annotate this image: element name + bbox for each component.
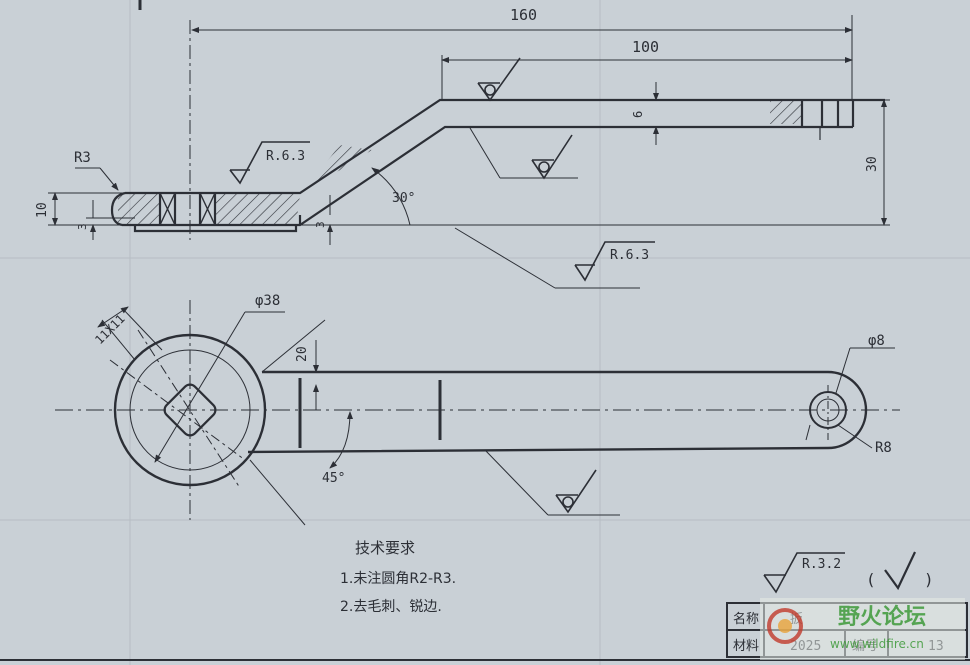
roughness-paren-open: (	[866, 570, 876, 589]
dim-overall-length: 160	[510, 6, 537, 24]
dim-arm-length: 100	[632, 38, 659, 56]
roughness-paren-close: )	[924, 570, 934, 589]
notes-item-2: 2.去毛刺、锐边.	[340, 599, 442, 615]
dim-end-radius: R8	[875, 440, 892, 456]
dim-base-step: 3	[76, 223, 89, 230]
roughness-lower: R.6.3	[610, 248, 649, 263]
watermark-logo-icon	[767, 608, 803, 644]
watermark: 野火论坛 www.wildfire.cn	[760, 598, 965, 660]
top-view	[55, 300, 900, 520]
roughness-general: R.3.2	[802, 557, 841, 572]
dim-boss-dia: φ38	[255, 293, 280, 309]
watermark-url: www.wildfire.cn	[830, 637, 924, 651]
roughness-upper: R.6.3	[266, 149, 305, 164]
watermark-title: 野火论坛	[838, 604, 926, 630]
dim-hole-dia: φ8	[868, 333, 885, 349]
dim-bend-angle: 30°	[392, 191, 415, 206]
dim-arm-thickness: 6	[631, 111, 645, 118]
notes-title: 技术要求	[355, 539, 415, 557]
dim-step-right: 3	[314, 221, 327, 228]
dim-base-height: 10	[35, 202, 50, 218]
dim-total-height: 30	[865, 156, 880, 172]
dim-angle45: 45°	[322, 471, 345, 486]
title-material-label: 材料	[733, 639, 759, 654]
title-name-label: 名称	[733, 611, 759, 627]
side-view	[110, 98, 885, 233]
notes-item-1: 1.未注圆角R2-R3.	[340, 571, 456, 587]
dim-offset: 20	[295, 346, 310, 362]
dim-fillet-left: R3	[74, 150, 91, 166]
